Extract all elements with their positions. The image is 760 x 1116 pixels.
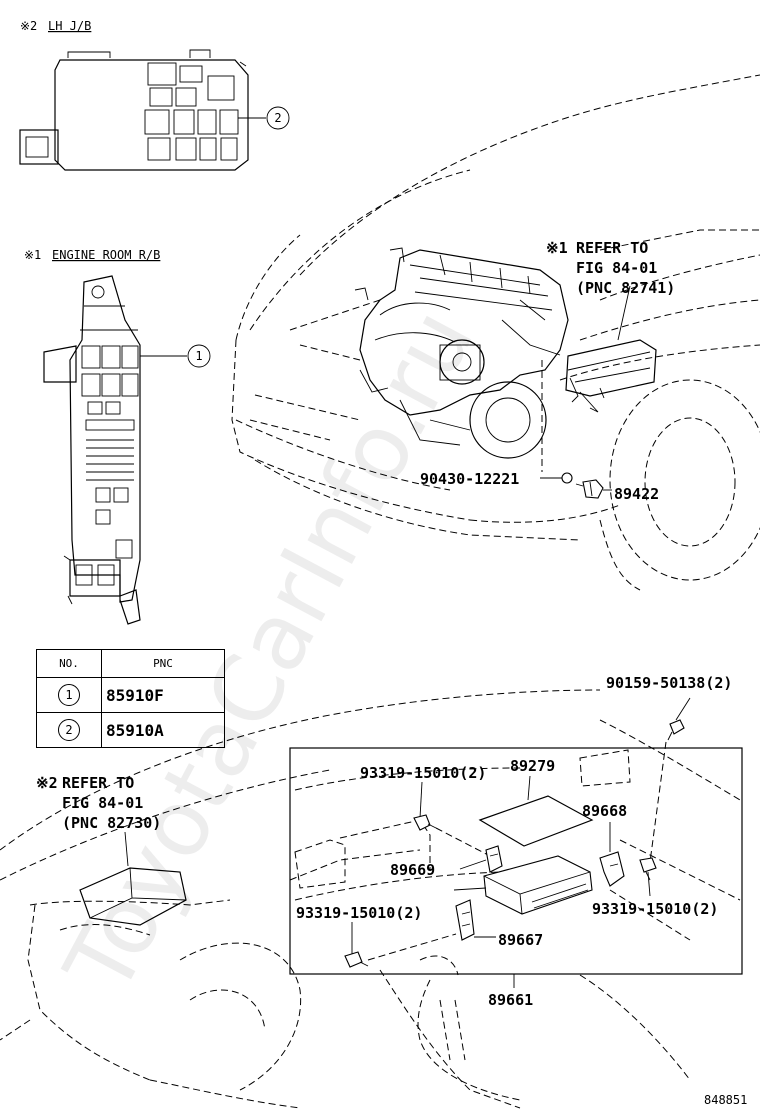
refer-engine-line2: FIG 84-01 [576,259,657,277]
part-93319-left-label: 93319-15010(2) [296,904,422,922]
row-pnc-cell: 85910A [101,712,225,748]
bracket-89668 [599,851,625,887]
pnc-table: NO. PNC 1 85910F 2 85910A [36,649,225,748]
body-ecu-dash [79,867,187,926]
row-no-circle: 2 [58,719,80,741]
callout-2-circle [266,106,290,130]
bolt-93319-right [639,857,657,881]
part-89668-label: 89668 [582,802,627,820]
row-no-cell: 2 [36,712,102,748]
bolt-93319-left [344,951,369,968]
part-93319-top-label: 93319-15010(2) [360,764,486,782]
ecm-engine-bay [565,339,657,413]
callout-1-label: 1 [195,349,202,363]
diagram-id: 848851 [704,1093,747,1107]
lh-jb-label: LH J/B [48,19,91,33]
table-row: 2 85910A [36,712,225,748]
refer-engine-line1: REFER TO [576,239,648,257]
col-header-pnc: PNC [101,649,225,678]
row-no-circle: 1 [58,684,80,706]
part-90430-label: 90430-12221 [420,470,519,488]
part-89422-label: 89422 [614,485,659,503]
part-89661-label: 89661 [488,991,533,1009]
knock-sensor-89422 [575,479,604,499]
refer-engine-line3: (PNC 82741) [576,279,675,297]
engine-room-relay-block [43,275,141,625]
engine-assembly [354,247,569,459]
row-pnc-cell: 85910F [101,677,225,713]
ecu-cover-89279 [478,795,594,847]
bolt-90159 [667,719,685,741]
table-row: 1 85910F [36,677,225,713]
refer-dash-line3: (PNC 82730) [62,814,161,832]
refer-dash-mark: ※2 [36,774,58,792]
washer-90430-part [561,472,573,484]
bracket-89669 [485,845,503,873]
bolt-93319-top [413,814,437,831]
callout-2-label: 2 [274,111,281,125]
col-header-no: NO. [36,649,102,678]
bracket-89667 [455,899,475,941]
engine-rb-mark: ※1 [24,248,41,262]
ecu-detail-frame [289,747,743,975]
ecu-89661 [483,855,593,915]
refer-engine-mark: ※1 [546,239,568,257]
part-93319-right-label: 93319-15010(2) [592,900,718,918]
refer-dash-line2: FIG 84-01 [62,794,143,812]
lh-jb-mark: ※2 [20,19,37,33]
vehicle-front-outline [231,74,760,591]
pnc-table-header: NO. PNC [36,649,225,678]
refer-dash-line1: REFER TO [62,774,134,792]
engine-rb-label: ENGINE ROOM R/B [52,248,160,262]
lh-junction-block [19,49,249,171]
part-89279-label: 89279 [510,757,555,775]
part-89667-label: 89667 [498,931,543,949]
part-90159-label: 90159-50138(2) [606,674,732,692]
callout-1-circle [187,344,211,368]
part-89669-label: 89669 [390,861,435,879]
row-no-cell: 1 [36,677,102,713]
